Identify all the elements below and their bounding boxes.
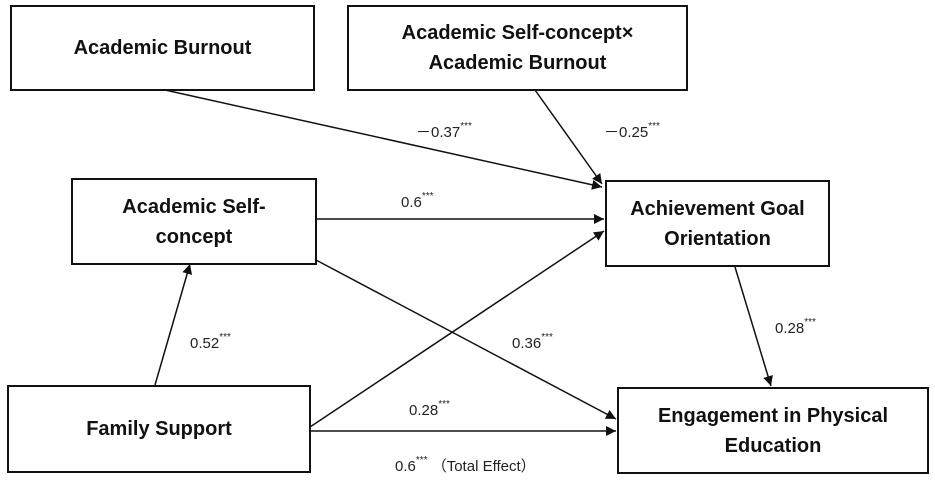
arrow-interaction-to-achievement (534, 89, 603, 185)
coef-self-concept-to-engagement: 0.36*** (512, 332, 553, 352)
node-achievement-goal-orientation: Achievement Goal Orientation (605, 180, 830, 267)
node-self-concept-label-line1: Academic Self- (122, 195, 266, 218)
significance-stars: *** (438, 399, 450, 410)
coef-self-concept-to-achievement: 0.6*** (401, 191, 434, 211)
coef-value: 0.36 (512, 335, 542, 352)
arrow-family-to-self-concept (154, 263, 193, 386)
node-achievement-label-line1: Achievement Goal (630, 197, 805, 220)
significance-stars: *** (421, 191, 434, 202)
coef-value: 0.28 (409, 402, 439, 419)
significance-stars: *** (219, 332, 231, 343)
node-self-concept-label-line2: concept (155, 225, 233, 248)
node-family-support-label: Family Support (86, 418, 232, 440)
arrow-self-concept-to-engagement (315, 259, 617, 420)
coef-family-to-self-concept: 0.52*** (190, 332, 231, 352)
node-academic-burnout: Academic Burnout (10, 5, 315, 91)
node-academic-burnout-label: Academic Burnout (73, 37, 252, 59)
coef-value: 0.52 (190, 335, 220, 352)
coef-achievement-to-engagement: 0.28*** (775, 317, 816, 337)
node-interaction-label-line2: Academic Burnout (428, 52, 607, 74)
coef-family-to-engagement: 0.28*** (409, 399, 450, 419)
coef-value: 0.6 (401, 194, 422, 211)
significance-stars: *** (460, 121, 472, 132)
coef-value: 0.6 (395, 458, 416, 475)
significance-stars: *** (541, 332, 553, 343)
coef-interaction-to-achievement: －0.25*** (604, 121, 660, 142)
total-effect-note: （Total Effect） (431, 458, 536, 475)
coef-value: －0.25 (604, 124, 649, 141)
node-engagement-label-line1: Engagement in Physical (657, 404, 889, 427)
arrow-achievement-to-engagement (734, 266, 773, 387)
coef-value: －0.37 (416, 124, 461, 141)
node-academic-self-concept: Academic Self- concept (71, 178, 317, 265)
node-achievement-label-line2: Orientation (664, 227, 771, 250)
node-interaction-label-line1: Academic Self-concept× (401, 22, 634, 44)
significance-stars: *** (648, 121, 660, 132)
node-self-concept-burnout-interaction: Academic Self-concept× Academic Burnout (347, 5, 688, 91)
node-engagement-label-line2: Education (724, 434, 822, 457)
arrow-burnout-to-achievement (164, 89, 603, 190)
coef-value: 0.28 (775, 320, 805, 337)
coef-total-effect: 0.6*** （Total Effect） (395, 455, 536, 476)
node-engagement-in-physical-education: Engagement in Physical Education (617, 387, 929, 474)
coef-burnout-to-achievement: －0.37*** (416, 121, 472, 142)
node-family-support: Family Support (7, 385, 311, 473)
significance-stars: *** (415, 455, 428, 466)
significance-stars: *** (804, 317, 816, 328)
arrow-family-to-achievement (309, 230, 605, 428)
